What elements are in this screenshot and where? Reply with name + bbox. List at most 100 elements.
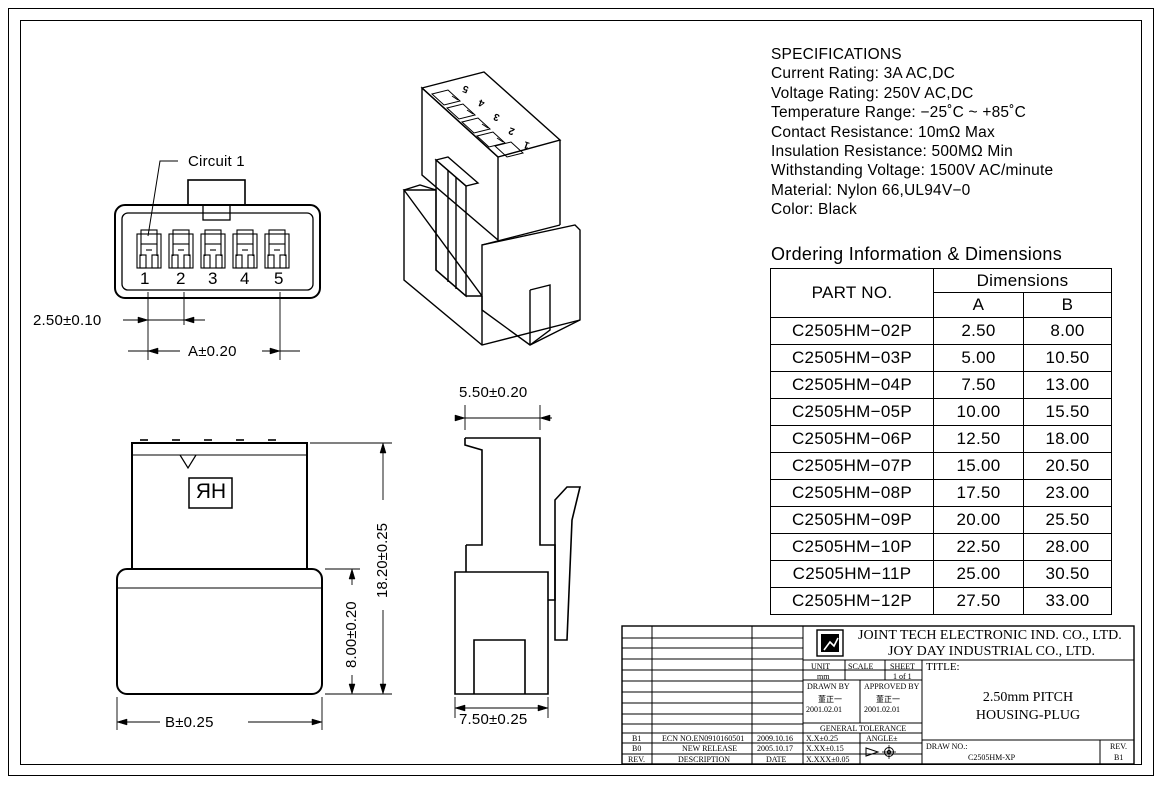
angle-label: ANGLE±	[866, 734, 898, 743]
ordering-title: Ordering Information & Dimensions	[771, 244, 1063, 264]
dimension-b-cell: 10.50	[1023, 344, 1112, 372]
dimension-a-cell: 15.00	[933, 452, 1024, 480]
drawing-no-label: DRAW NO.:	[926, 742, 968, 751]
sheet-value: 1 of 1	[893, 672, 912, 681]
dimension-b-cell: 15.50	[1023, 398, 1112, 426]
drawn-by-date: 2001.02.01	[806, 705, 842, 714]
col-b-header: B	[1023, 292, 1112, 318]
isometric-view	[402, 71, 581, 346]
hr-logo: HR	[195, 480, 227, 503]
height-dimension: 18.20±0.25	[374, 523, 391, 598]
dimension-b-cell: 8.00	[1023, 317, 1112, 345]
revision-rev: B0	[632, 744, 642, 753]
pitch-dimension: 2.50±0.10	[33, 312, 102, 329]
dimension-a-cell: 10.00	[933, 398, 1024, 426]
part-number-cell: C2505HM−04P	[770, 371, 934, 399]
unit-label: UNIT	[811, 662, 831, 671]
body-height-dimension: 8.00±0.20	[343, 601, 360, 668]
pin-number: 2	[176, 269, 186, 288]
dimension-b-cell: 20.50	[1023, 452, 1112, 480]
pin-number: 1	[140, 269, 150, 288]
dimension-b-cell: 25.50	[1023, 506, 1112, 534]
dimension-b-cell: 30.50	[1023, 560, 1112, 588]
part-number-cell: C2505HM−03P	[770, 344, 934, 372]
spec-line: Insulation Resistance: 500MΩ Min	[771, 143, 1013, 161]
spec-line: Temperature Range: −25˚C ~ +85˚C	[771, 104, 1026, 122]
outer-frame	[8, 8, 1154, 776]
part-number-cell: C2505HM−08P	[770, 479, 934, 507]
rev-column-header: REV.	[628, 755, 645, 764]
approved-by-date: 2001.02.01	[864, 705, 900, 714]
title-label: TITLE:	[926, 661, 960, 673]
spec-line: Material: Nylon 66,UL94V−0	[771, 181, 971, 199]
dimensions-header: Dimensions	[933, 268, 1112, 293]
a-dimension: A±0.20	[188, 343, 237, 360]
drawing-border	[20, 20, 1142, 765]
drawing-title-line-1: 2.50mm PITCH	[982, 690, 1074, 705]
spec-line: Color: Black	[771, 201, 857, 219]
date-column-header: DATE	[766, 755, 787, 764]
tolerance-x: X.X±0.25	[806, 734, 838, 743]
side-bottom-dimension: 7.50±0.25	[459, 711, 528, 728]
pin-number: 3	[208, 269, 218, 288]
specifications-heading: SPECIFICATIONS	[771, 46, 902, 63]
side-view	[454, 405, 582, 718]
part-no-header: PART NO.	[770, 268, 934, 318]
spec-line: Withstanding Voltage: 1500V AC/minute	[771, 162, 1054, 180]
approved-by-name: 董正一	[876, 695, 900, 704]
dimension-a-cell: 22.50	[933, 533, 1024, 561]
drawing-title-line-2: HOUSING-PLUG	[975, 708, 1081, 723]
front-view	[114, 160, 321, 360]
dimension-a-cell: 2.50	[933, 317, 1024, 345]
dimension-b-cell: 23.00	[1023, 479, 1112, 507]
part-number-cell: C2505HM−09P	[770, 506, 934, 534]
general-tolerance: GENERAL TOLERANCE	[820, 724, 907, 733]
pin-number: 4	[240, 269, 250, 288]
dimension-b-cell: 33.00	[1023, 587, 1112, 615]
drawn-by-label: DRAWN BY	[807, 682, 850, 691]
revision-description: ECN NO.EN0910160501	[662, 734, 745, 743]
part-number-cell: C2505HM−02P	[770, 317, 934, 345]
part-number-cell: C2505HM−12P	[770, 587, 934, 615]
tolerance-xx: X.XX±0.15	[806, 744, 844, 753]
company-line-1: JOINT TECH ELECTRONIC IND. CO., LTD.	[858, 628, 1122, 643]
title-block-grid	[621, 625, 1135, 765]
drawing-number: C2505HM-XP	[968, 753, 1016, 762]
dimension-a-cell: 17.50	[933, 479, 1024, 507]
dimension-b-cell: 18.00	[1023, 425, 1112, 453]
company-line-2: JOY DAY INDUSTRIAL CO., LTD.	[888, 644, 1096, 659]
spec-line: Contact Resistance: 10mΩ Max	[771, 123, 995, 141]
dimension-a-cell: 25.00	[933, 560, 1024, 588]
dimension-a-cell: 5.00	[933, 344, 1024, 372]
description-column-header: DESCRIPTION	[678, 755, 731, 764]
part-number-cell: C2505HM−10P	[770, 533, 934, 561]
bottom-view	[116, 439, 392, 730]
part-number-cell: C2505HM−11P	[770, 560, 934, 588]
drawn-by-name: 董正一	[818, 695, 842, 704]
circuit-1-label: Circuit 1	[188, 153, 245, 170]
side-top-dimension: 5.50±0.20	[459, 384, 528, 401]
part-number-cell: C2505HM−06P	[770, 425, 934, 453]
rev-value: B1	[1114, 753, 1124, 762]
part-number-cell: C2505HM−05P	[770, 398, 934, 426]
spec-line: Voltage Rating: 250V AC,DC	[771, 84, 974, 102]
part-number-cell: C2505HM−07P	[770, 452, 934, 480]
approved-by-label: APPROVED BY	[864, 682, 920, 691]
tolerance-xxx: X.XXX±0.05	[806, 755, 850, 764]
rev-label: REV.	[1110, 742, 1127, 751]
dimension-a-cell: 27.50	[933, 587, 1024, 615]
revision-date: 2005.10.17	[757, 744, 793, 753]
dimension-b-cell: 13.00	[1023, 371, 1112, 399]
pin-number: 5	[274, 269, 284, 288]
specifications-block: SPECIFICATIONS Current Rating: 3A AC,DC …	[771, 45, 1053, 220]
dimension-a-cell: 7.50	[933, 371, 1024, 399]
